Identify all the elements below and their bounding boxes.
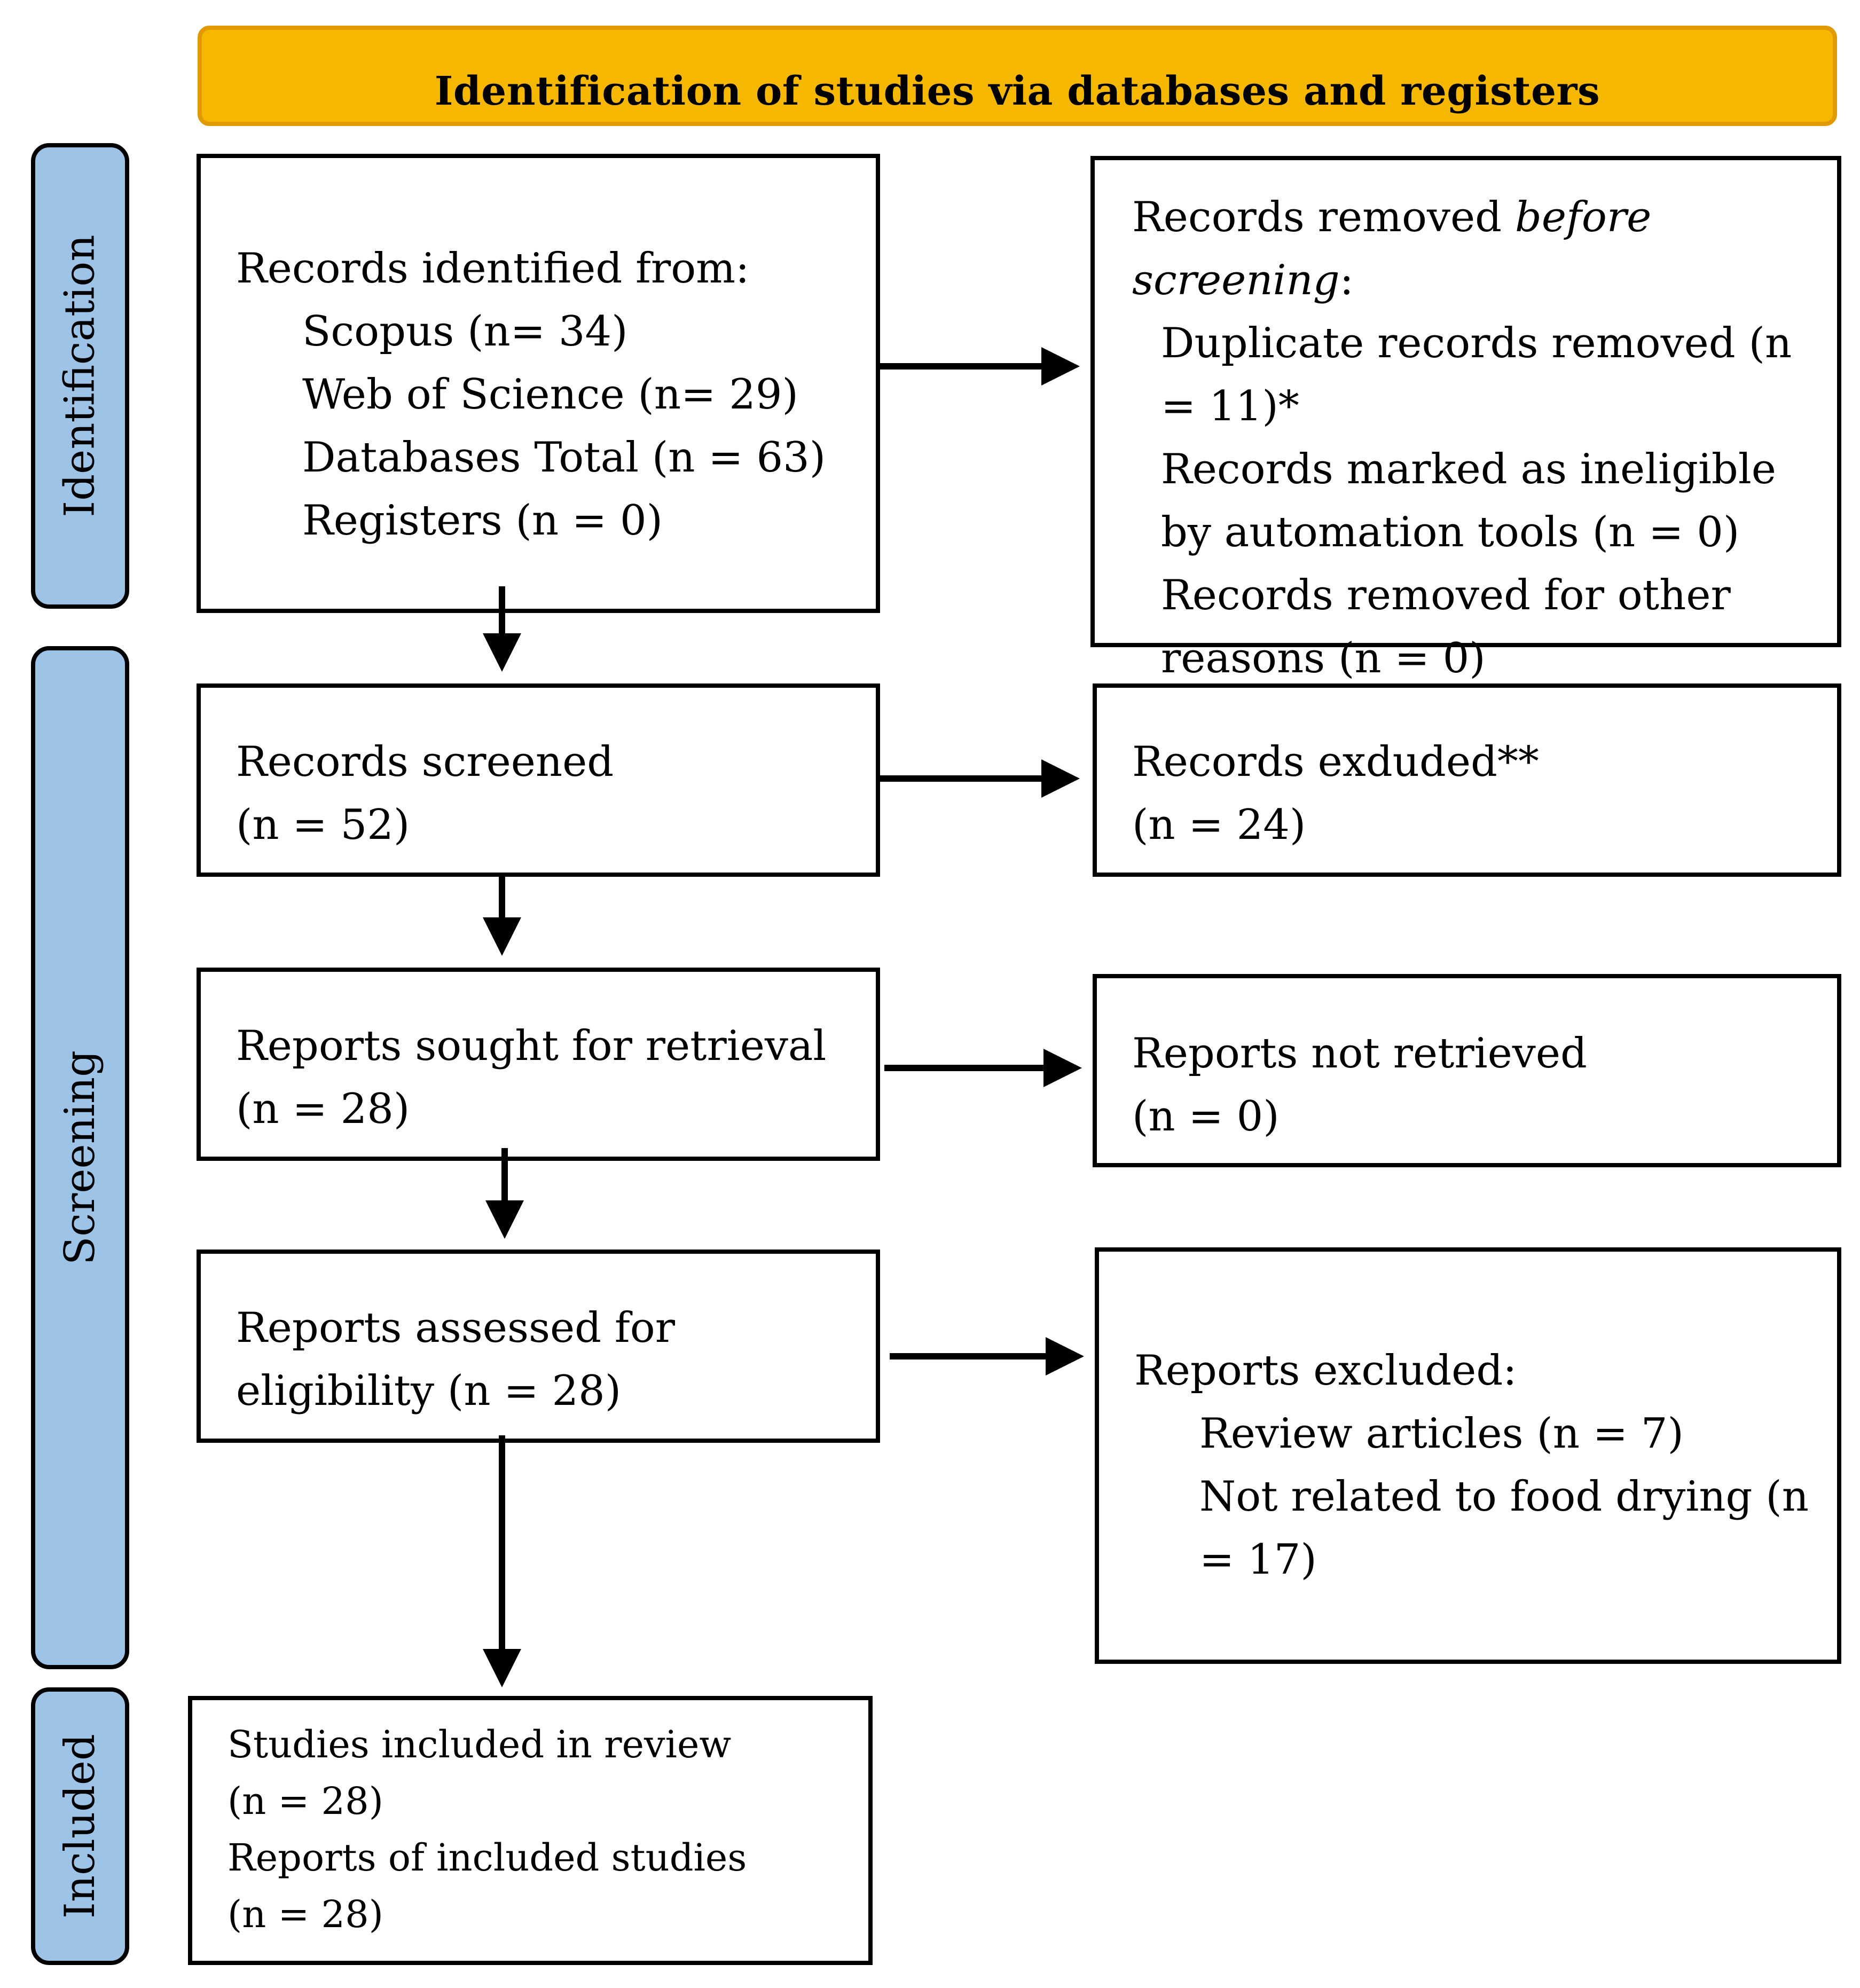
records-removed-heading-italic: before screening [1132,193,1652,304]
records-removed-heading-prefix: Records removed [1132,193,1515,241]
records-excluded-count: (n = 24) [1132,801,1306,849]
other-line1: Records removed for other [1161,571,1731,619]
records-identified-registers: Registers (n = 0) [302,497,663,545]
header-banner: Identification of studies via databases … [198,26,1837,126]
records-identified-box: Records identified from: Scopus (n= 34) … [197,154,880,613]
phase-identification: Identification [31,143,129,609]
records-removed-box: Records removed before screening: Duplic… [1090,156,1841,682]
reports-assessed-line2: eligibility (n = 28) [236,1367,622,1415]
records-screened-box: Records screened (n = 52) [197,683,880,877]
records-identified-heading: Records identified from: [236,245,750,293]
reports-excluded-box: Reports excluded: Review articles (n = 7… [1095,1247,1841,1664]
duplicates-line1: Duplicate records removed (n [1161,319,1792,367]
reports-excluded-heading: Reports excluded: [1134,1347,1517,1395]
included-reports-count: (n = 28) [227,1892,383,1936]
automation-line2: by automation tools (n = 0) [1161,508,1740,556]
records-excluded-label: Records exduded** [1132,738,1539,786]
duplicates-line2: = 11)* [1161,382,1299,430]
included-studies-label: Studies included in review [227,1723,732,1766]
reports-excluded-not-related-line2: = 17) [1199,1536,1317,1584]
reports-excluded-not-related-line1: Not related to food drying (n [1199,1473,1809,1521]
records-screened-label: Records screened [236,738,614,786]
reports-assessed-line1: Reports assessed for [236,1304,676,1352]
header-title: Identification of studies via databases … [434,68,1600,114]
reports-not-retrieved-label: Reports not retrieved [1132,1030,1587,1078]
reports-not-retrieved-count: (n = 0) [1132,1093,1280,1141]
included-studies-count: (n = 28) [227,1779,383,1823]
reports-sought-label: Reports sought for retrieval [236,1022,827,1070]
records-identified-db-total: Databases Total (n = 63) [302,434,826,482]
reports-sought-count: (n = 28) [236,1085,410,1133]
included-box: Studies included in review (n = 28) Repo… [188,1696,873,1965]
reports-assessed-box: Reports assessed for eligibility (n = 28… [197,1250,880,1443]
phase-screening: Screening [31,646,129,1669]
included-reports-label: Reports of included studies [227,1836,747,1880]
automation-line1: Records marked as ineligible [1161,445,1776,493]
records-screened-count: (n = 52) [236,801,410,849]
records-identified-wos: Web of Science (n= 29) [302,371,798,419]
phase-included: Included [31,1687,129,1965]
records-removed-heading: Records removed before screening: [1132,186,1837,312]
records-removed-heading-suffix: : [1339,256,1354,304]
reports-excluded-review: Review articles (n = 7) [1199,1410,1684,1458]
records-excluded-box: Records exduded** (n = 24) [1093,683,1841,877]
reports-not-retrieved-box: Reports not retrieved (n = 0) [1093,974,1841,1167]
records-identified-scopus: Scopus (n= 34) [302,308,628,356]
reports-sought-box: Reports sought for retrieval (n = 28) [197,968,880,1161]
other-line2: reasons (n = 0) [1161,634,1486,682]
